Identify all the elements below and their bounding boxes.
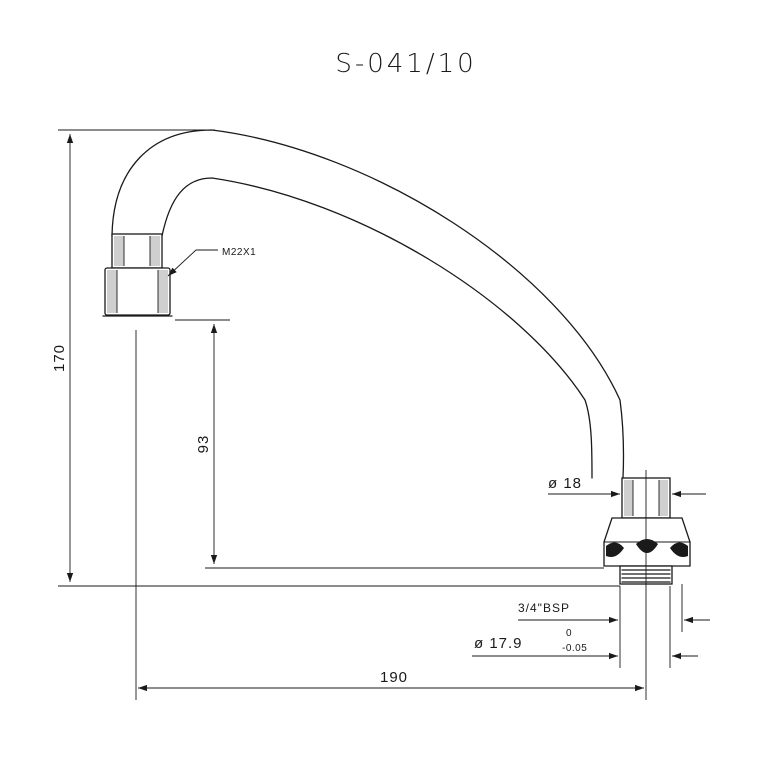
- dim-diameter-pipe: [548, 478, 706, 510]
- label-thread-inlet: M22X1: [222, 247, 256, 258]
- outlet-hex-nut: [603, 517, 691, 567]
- dim-width-total: [135, 330, 644, 700]
- leader-thread-inlet: [167, 249, 218, 277]
- dim-height-total: [58, 129, 620, 587]
- dim-height-total-label: 170: [51, 344, 68, 372]
- drawing-title: S-041/10: [335, 49, 476, 79]
- label-diameter-pipe: ø 18: [548, 475, 582, 492]
- inlet-neck: [111, 233, 163, 269]
- spout-outline: [111, 129, 625, 479]
- label-tolerance-lower: -0.05: [562, 643, 587, 654]
- dim-width-total-label: 190: [380, 669, 408, 686]
- label-thread-outlet: 3/4"BSP: [518, 601, 570, 615]
- dim-height-outlet-label: 93: [195, 435, 212, 454]
- inlet-nut: [102, 267, 173, 317]
- dim-height-outlet: [175, 319, 604, 569]
- label-diameter-outlet: ø 17.9: [474, 635, 523, 652]
- dim-diameter-outlet: [472, 586, 698, 668]
- dim-thread-outlet: [518, 584, 710, 668]
- label-tolerance-upper: 0: [566, 628, 572, 639]
